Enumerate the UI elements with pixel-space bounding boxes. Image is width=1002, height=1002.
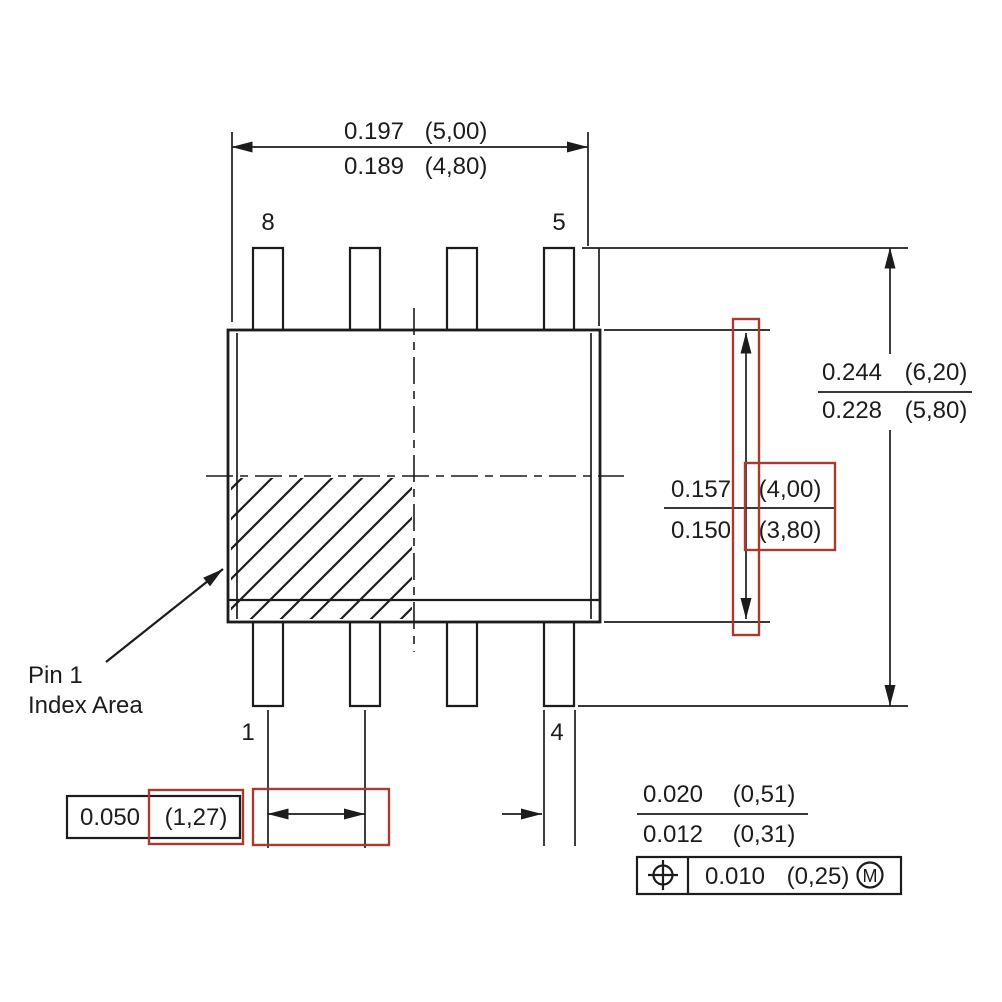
tolerance-value-in: 0.010 — [705, 863, 765, 890]
pitch-mm: (1,27) — [165, 804, 228, 831]
body-length-min-mm: (3,80) — [759, 517, 822, 544]
body-length-min-in: 0.150 — [671, 517, 731, 544]
true-position-icon — [648, 860, 678, 890]
tolerance-value-mm: (0,25) — [787, 863, 850, 890]
pin-number-8: 8 — [261, 209, 274, 236]
highlight-box-metric-values — [743, 461, 837, 552]
dim-lead-span: 0.244 (6,20) 0.228 (5,80) — [578, 247, 972, 707]
pin1-note-line1: Pin 1 — [28, 662, 83, 689]
pin-number-4: 4 — [550, 719, 563, 746]
pin1-pointer-arrow — [105, 568, 224, 663]
mmc-circle — [856, 861, 884, 889]
lead-span-max-mm: (6,20) — [905, 359, 968, 386]
pin-1 — [251, 622, 285, 708]
lead-span-min-mm: (5,80) — [905, 397, 968, 424]
tolerance-frame-box — [635, 855, 903, 896]
pin-8 — [251, 246, 285, 330]
lead-width-max-in: 0.020 — [643, 781, 703, 808]
dim-pitch: 0.050 (1,27) — [65, 710, 391, 848]
lead-span-min-in: 0.228 — [822, 397, 882, 424]
lead-width-min-mm: (0,31) — [733, 821, 796, 848]
package-body — [226, 328, 602, 624]
pin-5 — [542, 246, 576, 330]
pin-2 — [348, 622, 382, 708]
dim-body-length: 0.157 (4,00) 0.150 (3,80) — [604, 317, 837, 637]
body-length-max-in: 0.157 — [671, 476, 731, 503]
pin-3 — [445, 622, 479, 708]
lead-width-min-in: 0.012 — [643, 821, 703, 848]
body-width-max-mm: (5,00) — [425, 118, 488, 145]
body-width-max-in: 0.197 — [344, 118, 404, 145]
highlight-box-pitch-mm — [147, 788, 245, 846]
lead-span-max-in: 0.244 — [822, 359, 882, 386]
pin-4 — [542, 622, 576, 708]
dim-body-width: 0.197 (5,00) 0.189 (4,80) — [231, 118, 600, 326]
highlight-box-pitch-arrow — [251, 787, 391, 847]
body-width-min-in: 0.189 — [344, 153, 404, 180]
body-width-min-mm: (4,80) — [425, 153, 488, 180]
pin1-index-hatch — [231, 478, 412, 619]
pin-6 — [445, 246, 479, 330]
basic-dimension-box — [65, 794, 242, 840]
tolerance-frame: 0.010 (0,25) M — [635, 855, 903, 896]
lead-width-max-mm: (0,51) — [733, 781, 796, 808]
highlight-box-arrow — [731, 317, 761, 637]
pin1-index-note: Pin 1 Index Area — [28, 568, 224, 719]
mmc-modifier-icon: M — [856, 861, 884, 889]
pin-7 — [348, 246, 382, 330]
pin-number-5: 5 — [552, 209, 565, 236]
dim-lead-width: 0.020 (0,51) 0.012 (0,31) — [502, 710, 808, 848]
body-length-max-mm: (4,00) — [759, 476, 822, 503]
mmc-letter: M — [863, 866, 878, 886]
pin1-note-line2: Index Area — [28, 692, 143, 719]
pin-numbers: 8 5 1 4 — [241, 209, 565, 746]
pitch-in: 0.050 — [80, 804, 140, 831]
leads — [251, 246, 576, 708]
pin-number-1: 1 — [241, 719, 254, 746]
